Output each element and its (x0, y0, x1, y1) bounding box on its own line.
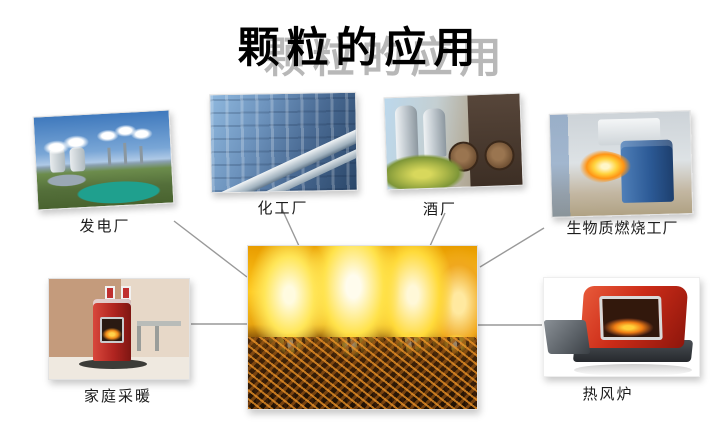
steel-tank-shape (422, 108, 447, 158)
steel-tank-shape (394, 105, 419, 160)
page-title: 颗粒的应用 (237, 24, 483, 71)
pellet-stove-shape (93, 299, 131, 361)
chimney-shape (107, 147, 112, 166)
picture-frame-shape (121, 286, 131, 300)
connector-biomass-plant (479, 227, 545, 268)
hopper-shape (544, 320, 591, 354)
connector-chemical-plant (281, 208, 300, 247)
chemical-plant-label: 化工厂 (257, 200, 309, 217)
stove-fire-window-shape (100, 317, 124, 343)
winery-label: 酒厂 (422, 201, 457, 218)
winery-photo (383, 92, 524, 191)
furnace-fire-opening-shape (599, 296, 663, 340)
burning-pellets-photo (247, 245, 478, 410)
home-heating-label: 家庭采暖 (83, 388, 152, 405)
hot-air-furnace-photo (543, 277, 700, 377)
chimney-shape (139, 145, 144, 165)
wood-pellets-shape (248, 337, 477, 409)
home-heating-photo (48, 278, 190, 380)
steam-shape (62, 134, 90, 151)
furniture-shape (137, 321, 181, 351)
chimney-shape (123, 142, 128, 165)
picture-frame-shape (105, 286, 115, 300)
connector-winery (429, 212, 446, 247)
power-plant-photo (32, 109, 175, 211)
chemical-plant-photo (209, 91, 358, 194)
reflection-shape (574, 364, 692, 376)
steam-shape (130, 127, 153, 141)
power-plant-label: 发电厂 (79, 218, 131, 235)
flame-jet-shape (548, 148, 632, 185)
cooling-tower-shape (69, 146, 86, 172)
floor-mat-shape (79, 359, 147, 369)
connector-power-plant (173, 220, 248, 278)
hot-air-furnace-label: 热风炉 (582, 386, 634, 403)
biomass-plant-label: 生物质燃烧工厂 (566, 220, 679, 237)
furnace-body-shape (579, 286, 689, 348)
biomass-plant-photo (548, 110, 694, 218)
